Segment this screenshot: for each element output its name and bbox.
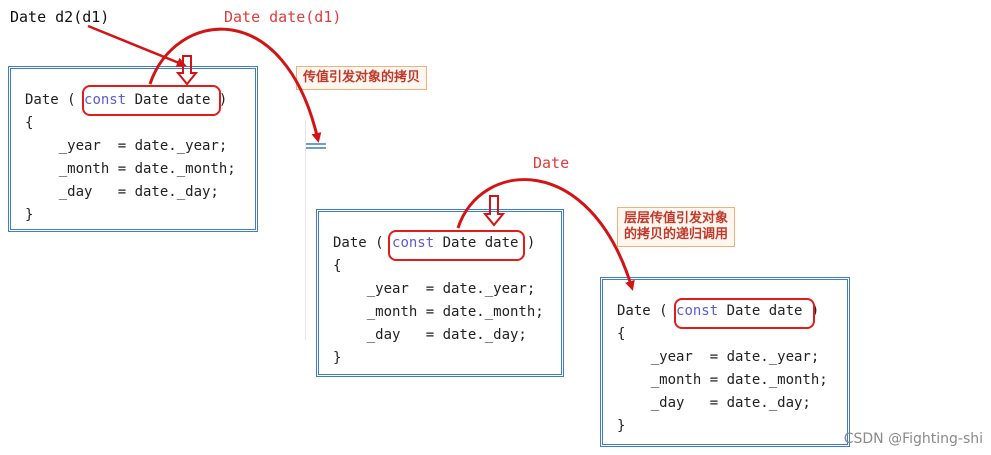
note-line-1: 层层传值引发对象 <box>624 211 729 226</box>
note-recursive-copy: 层层传值引发对象 的拷贝的递归调用 <box>617 207 736 247</box>
note-text: 传值引发对象的拷贝 <box>303 70 421 85</box>
open-brace: { <box>333 258 342 274</box>
csdn-watermark: CSDN @Fighting-shi <box>843 431 983 447</box>
sig-close: ) <box>526 235 536 251</box>
keyword-const: const <box>84 92 127 108</box>
sig-rest: Date date <box>434 235 527 251</box>
arc-arrow-2 <box>456 178 635 291</box>
assign-year: _year = date._year; <box>25 138 228 154</box>
code-frame-1: Date ( const Date date ) { _year = date.… <box>8 66 258 232</box>
code-block-3: Date ( const Date date ) { _year = date.… <box>617 300 828 438</box>
copy-construct-expression: Date d2(d1) <box>10 8 110 26</box>
assign-day: _day = date._day; <box>25 184 219 200</box>
assign-day: _day = date._day; <box>617 395 811 411</box>
assign-month: _month = date._month; <box>333 304 544 320</box>
sig-prefix: Date ( <box>333 235 393 251</box>
close-brace: } <box>25 207 34 223</box>
sig-close: ) <box>810 303 820 319</box>
arc-arrow-1 <box>148 27 322 143</box>
code-frame-3: Date ( const Date date ) { _year = date.… <box>600 277 850 447</box>
open-brace: { <box>25 115 34 131</box>
separator-line <box>305 120 306 340</box>
param-highlight-1 <box>82 85 221 116</box>
sig-rest: Date date <box>718 303 811 319</box>
param-highlight-2 <box>388 230 525 261</box>
arrow-tick-icon <box>306 143 326 149</box>
keyword-const: const <box>676 303 719 319</box>
assign-year: _year = date._year; <box>617 349 820 365</box>
code-frame-2: Date ( const Date date ) { _year = date.… <box>316 209 564 377</box>
code-block-2: Date ( const Date date ) { _year = date.… <box>333 232 544 370</box>
sig-close: ) <box>218 92 228 108</box>
call-label-second: Date <box>533 154 570 172</box>
call-label-first: Date date(d1) <box>224 8 342 26</box>
close-brace: } <box>617 418 626 434</box>
open-brace: { <box>617 326 626 342</box>
down-arrow-icon-1 <box>175 55 199 86</box>
down-arrow-icon-2 <box>482 195 506 227</box>
close-brace: } <box>333 350 342 366</box>
note-line-2: 的拷贝的递归调用 <box>624 227 729 242</box>
code-block-1: Date ( const Date date ) { _year = date.… <box>25 89 236 227</box>
assign-month: _month = date._month; <box>617 372 828 388</box>
note-copy-by-value: 传值引发对象的拷贝 <box>296 66 428 90</box>
sig-prefix: Date ( <box>25 92 85 108</box>
assign-year: _year = date._year; <box>333 281 536 297</box>
arrow-d1-to-param <box>87 24 187 67</box>
assign-day: _day = date._day; <box>333 327 527 343</box>
sig-prefix: Date ( <box>617 303 677 319</box>
param-highlight-3 <box>674 298 815 329</box>
assign-month: _month = date._month; <box>25 161 236 177</box>
sig-rest: Date date <box>126 92 219 108</box>
keyword-const: const <box>392 235 435 251</box>
